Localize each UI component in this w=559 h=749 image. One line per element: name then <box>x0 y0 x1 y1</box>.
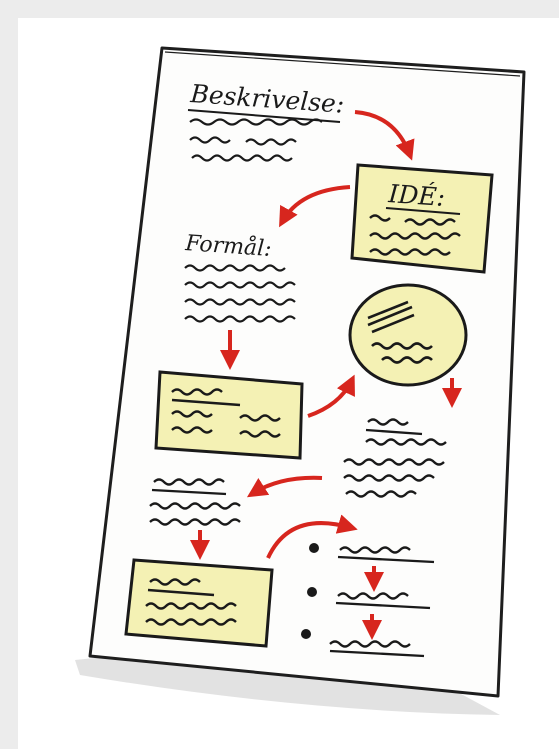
note-b-scribbles <box>145 578 237 626</box>
arrow-to-idea <box>354 110 415 161</box>
purpose-scribbles <box>184 264 296 323</box>
bullet-3 <box>301 629 311 639</box>
arrow-to-bullets <box>266 514 358 559</box>
right-scribbles <box>343 418 447 498</box>
mid-scribbles <box>149 478 241 526</box>
sheet-shadow <box>75 654 500 715</box>
bubble-scribbles <box>367 300 433 364</box>
bullet-list <box>301 543 435 658</box>
bullet-1 <box>309 543 319 553</box>
arrow-to-mid <box>246 475 323 498</box>
idea-note <box>350 163 494 274</box>
arrow-to-bubble <box>307 374 355 418</box>
bullet-2 <box>307 587 317 597</box>
idea-bubble <box>348 283 468 387</box>
note-a <box>154 370 304 460</box>
idea-label: IDÉ: <box>387 179 446 212</box>
note-b <box>124 558 274 648</box>
heading-scribbles <box>189 118 323 162</box>
note-a-scribbles <box>171 388 281 438</box>
idea-scribbles <box>369 214 461 256</box>
arrow-to-purpose <box>279 185 351 228</box>
